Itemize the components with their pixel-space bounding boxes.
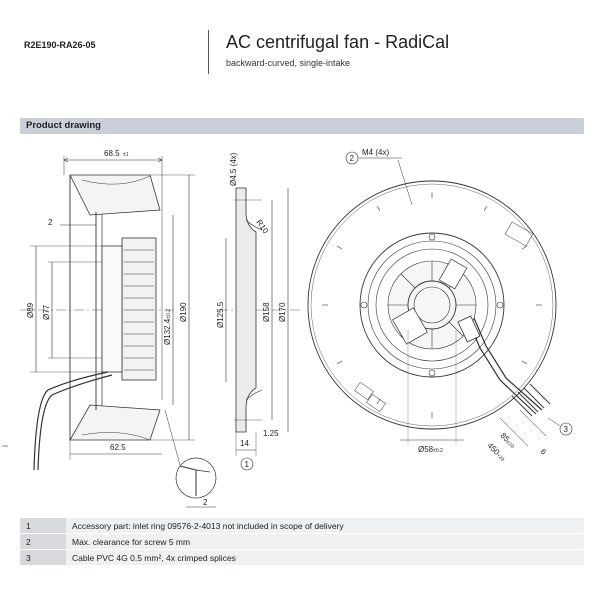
inlet-ring-view: Ø4.5 (4x) R10 Ø125.5 Ø158 Ø170 14 1.25 1	[216, 152, 300, 471]
note-number: 2	[20, 533, 66, 550]
dim-125-5: Ø125.5	[216, 301, 225, 328]
table-row: 1 Accessory part: inlet ring 09576-2-401…	[20, 518, 584, 534]
section-bar: Product drawing	[20, 118, 584, 134]
model-number: R2E190-RA26-05	[24, 40, 96, 50]
note-text: Accessory part: inlet ring 09576-2-4013 …	[66, 518, 584, 534]
dim-170: Ø170	[278, 302, 287, 322]
section-title: Product drawing	[26, 120, 101, 131]
dim-62-5: 62.5	[110, 443, 126, 452]
product-drawing: 68.5 ±1 2	[2, 148, 573, 508]
callout-1: 1	[245, 460, 250, 469]
dim-132-4: Ø132.4±0.2	[163, 309, 172, 345]
dim-68-5-tol: ±1	[123, 152, 129, 158]
table-row: 2 Max. clearance for screw 5 mm	[20, 533, 584, 550]
dim-m4: M4 (4x)	[362, 148, 389, 157]
dim-85: 85±10	[499, 431, 518, 450]
dim-68-5: 68.5	[104, 149, 120, 158]
dim-1-25: 1.25	[263, 429, 279, 438]
note-text: Cable PVC 4G 0.5 mm², 4x crimped splices	[66, 549, 584, 566]
dim-2-top: 2	[48, 218, 53, 227]
dim-89: Ø89	[26, 302, 35, 318]
note-number: 1	[20, 518, 66, 534]
front-view: 2 M4 (4x)	[307, 148, 573, 463]
notes-table: 1 Accessory part: inlet ring 09576-2-401…	[20, 518, 584, 566]
table-row: 3 Cable PVC 4G 0.5 mm², 4x crimped splic…	[20, 549, 584, 566]
dim-r10: R10	[254, 218, 270, 236]
page-title: AC centrifugal fan - RadiCal	[226, 32, 450, 52]
dim-4-5: Ø4.5 (4x)	[229, 152, 238, 186]
dim-58: Ø58±0.2	[418, 445, 443, 454]
note-number: 3	[20, 549, 66, 566]
dim-14: 14	[240, 439, 249, 448]
dim-450: 450+20	[486, 441, 508, 463]
note-text: Max. clearance for screw 5 mm	[66, 533, 584, 550]
header-divider	[208, 30, 209, 74]
dim-77: Ø77	[42, 304, 51, 320]
page-subtitle: backward-curved, single-intake	[226, 58, 351, 68]
side-view: 68.5 ±1 2	[20, 149, 217, 508]
dim-190: Ø190	[179, 302, 188, 322]
callout-2: 2	[350, 154, 355, 163]
dim-2-bottom: 2	[203, 498, 208, 507]
callout-3: 3	[564, 425, 569, 434]
dim-158: Ø158	[262, 302, 271, 322]
dim-6: 6	[539, 447, 549, 457]
